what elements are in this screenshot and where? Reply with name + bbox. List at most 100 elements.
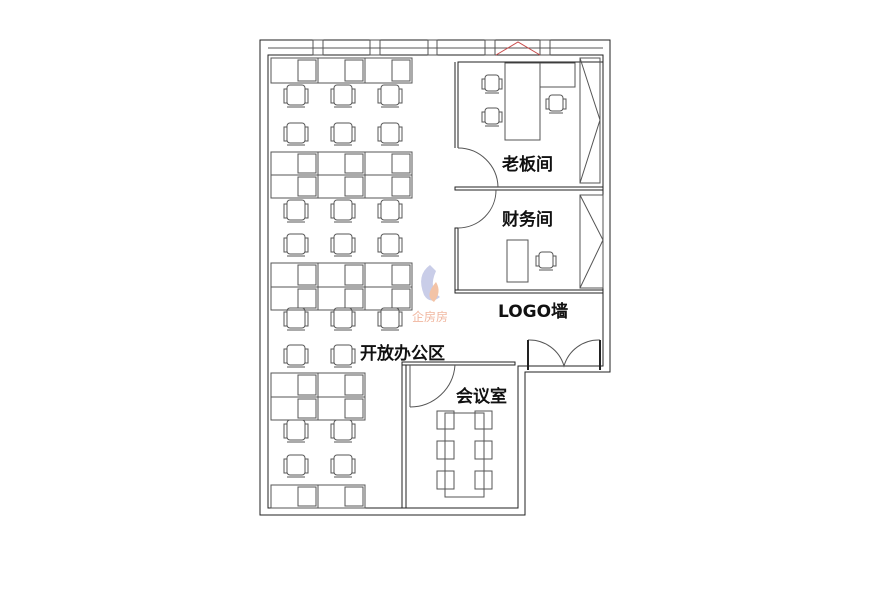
chair-arm [304,237,309,253]
finance-cabinet [579,194,604,289]
desk [317,174,366,199]
monitor-box [297,59,317,82]
monitor-box [297,486,317,507]
monitor-box [391,176,411,197]
desk [317,484,366,509]
meeting-chair [474,440,493,460]
window-post [427,39,438,56]
chair-arm [377,88,382,104]
meeting-chair [474,410,493,430]
monitor-box [297,153,317,174]
chair-arm [377,126,382,142]
desk [270,372,319,398]
entrance-door-mark [495,41,541,56]
chair-icon [548,94,564,112]
chair-arm [351,126,356,142]
chair-icon [286,122,306,144]
chair-arm [330,311,335,327]
finance-door-swing [457,189,497,229]
chair-arm [398,237,403,253]
entrance-double-door [527,339,601,368]
meeting-chair [436,410,455,430]
chair-icon [380,84,400,106]
boss-cabinet [579,57,601,184]
desk [364,151,413,176]
desk [270,57,319,84]
meeting-chair [474,470,493,490]
meeting-door-swing [409,364,456,408]
finance-room-wall [454,227,459,291]
chair-arm [304,423,309,439]
chair-arm [552,255,557,267]
chair-arm [545,98,550,110]
room-label-boss: 老板间 [502,155,553,175]
boss-door-swing [457,147,499,188]
chair-arm [562,98,567,110]
desk [317,262,366,288]
desk [317,151,366,176]
desk [270,174,319,199]
chair-arm [498,78,503,90]
chair-arm [283,311,288,327]
chair-arm [304,458,309,474]
chair-arm [535,255,540,267]
chair-icon [286,419,306,441]
chair-arm [283,423,288,439]
monitor-box [344,59,364,82]
chair-icon [484,74,500,92]
chair-icon [333,199,353,221]
monitor-box [391,288,411,309]
chair-arm [351,348,356,364]
finance-desk [506,239,529,283]
chair-arm [283,237,288,253]
meeting-room-left-wall [401,364,407,509]
chair-arm [398,88,403,104]
cabinet-hatch [579,194,604,289]
chair-icon [333,419,353,441]
chair-arm [330,348,335,364]
boss-room-bottom-wall [454,186,604,191]
watermark-emblem [429,282,439,302]
desk [364,262,413,288]
monitor-box [344,264,364,286]
monitor-box [391,59,411,82]
meeting-chair [436,470,455,490]
chair-icon [286,344,306,366]
desk [317,286,366,311]
chair-arm [330,126,335,142]
chair-icon [286,307,306,329]
meeting-chair [436,440,455,460]
chair-arm [398,126,403,142]
cabinet-hatch [579,57,601,184]
monitor-box [344,374,364,396]
chair-arm [304,311,309,327]
monitor-box [344,398,364,419]
chair-arm [283,88,288,104]
chair-icon [380,307,400,329]
monitor-box [344,486,364,507]
monitor-box [344,176,364,197]
chair-icon [538,251,554,269]
window-post [539,39,551,56]
window-post [312,39,324,56]
chair-arm [351,88,356,104]
desk [270,396,319,421]
chair-arm [330,88,335,104]
chair-icon [333,344,353,366]
monitor-box [391,153,411,174]
chair-arm [304,126,309,142]
chair-arm [330,458,335,474]
chair-arm [330,203,335,219]
monitor-box [391,264,411,286]
chair-icon [380,233,400,255]
chair-arm [481,78,486,90]
desk [317,372,366,398]
chair-arm [330,237,335,253]
desk [364,286,413,311]
chair-arm [377,237,382,253]
chair-arm [377,203,382,219]
chair-icon [333,307,353,329]
watermark-logo: 企房房 [412,310,449,324]
boss-room-wall [457,61,603,148]
